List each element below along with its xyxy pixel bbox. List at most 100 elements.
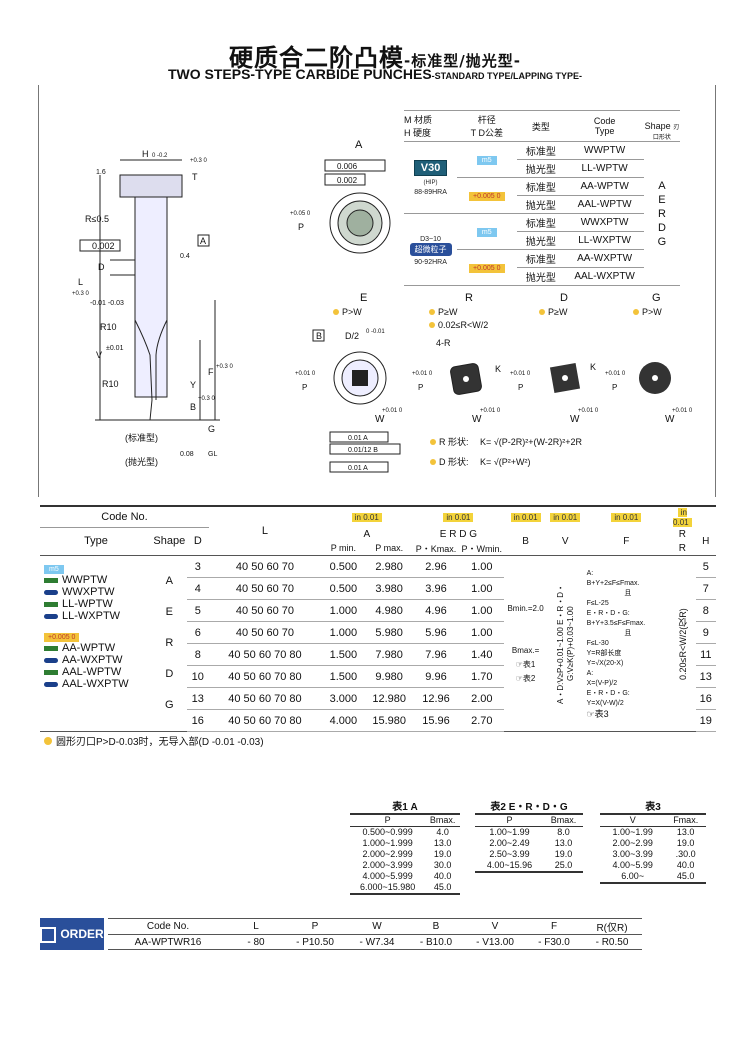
- grade2-hra: 90-92HRA: [414, 259, 447, 266]
- row-d: 6: [186, 621, 209, 644]
- pos-tol-1: 0.01 A: [348, 435, 368, 442]
- r-dim-w: W: [472, 414, 482, 425]
- r-shape-label: R 形状:: [439, 436, 469, 447]
- label-gl: GL: [208, 451, 217, 458]
- dim-r10a: R10: [100, 322, 117, 332]
- row-pmin: 1.500: [320, 643, 366, 666]
- dim-f-tol: +0.3 0: [216, 364, 234, 370]
- row-pk: 9.96: [412, 665, 460, 688]
- dim-h: H: [142, 149, 149, 159]
- t3-h-f: Fmax.: [665, 813, 706, 827]
- order-h-b: B: [432, 921, 440, 932]
- main-shape-r: R: [165, 637, 174, 649]
- g-dim-p-tol: +0.01 0: [605, 371, 626, 377]
- row-pk: 2.96: [412, 555, 460, 578]
- main-h-b: B: [504, 527, 547, 556]
- shape-r-label: R: [465, 292, 473, 304]
- row-h: 19: [695, 709, 716, 732]
- tol-a: in 0.01: [351, 513, 382, 522]
- view-a-label: A: [355, 139, 363, 151]
- spec-col-shape: Shape: [644, 121, 671, 131]
- main-h-a: A: [363, 528, 371, 540]
- spec-row-code: WWXPTW: [565, 213, 644, 232]
- row-pk: 4.96: [412, 599, 460, 622]
- main-type-aalwxptw: AAL-WXPTW: [62, 678, 129, 690]
- row-pk: 12.96: [412, 687, 460, 710]
- drawing-frame: [38, 85, 716, 497]
- r-dim-p: P: [418, 383, 423, 392]
- row-pk: 15.96: [412, 709, 460, 732]
- row-pmax: 12.980: [365, 687, 413, 710]
- phone-icon: [40, 926, 57, 943]
- shape-r: R: [657, 207, 666, 220]
- dim-f: F: [208, 367, 214, 377]
- b-ref-1: 表1: [522, 659, 536, 669]
- t1-cell: 19.0: [433, 849, 452, 859]
- main-h-type: Type: [40, 527, 152, 556]
- m5-badge-1: m5: [476, 156, 497, 165]
- ra-16: 1.6: [96, 169, 106, 176]
- cond-d: P≥W: [548, 307, 568, 317]
- row-l: 40 50 60 70 80: [208, 709, 321, 732]
- order-h-code: Code No.: [146, 921, 190, 932]
- tol-0002: 0.002: [337, 176, 358, 185]
- f-line: Y=√X(20-X): [586, 659, 624, 667]
- main-type-llwxptw: LL-WXPTW: [62, 610, 121, 622]
- tol-badge-1: +0.005 0: [469, 192, 505, 201]
- row-h: 8: [695, 599, 716, 622]
- r-shape-formula: K= √(P-2R)²+(W-2R)²+2R: [480, 437, 583, 447]
- f-line: A:: [586, 669, 594, 677]
- ref-table-3-title: 表3: [645, 802, 661, 813]
- main-h-pmin: P min.: [330, 543, 357, 553]
- main-type-aawptw: AA-WPTW: [62, 642, 116, 654]
- main-h-l: L: [208, 506, 321, 556]
- row-pk: 7.96: [412, 643, 460, 666]
- spec-hdr-mat: M 材质: [404, 115, 432, 125]
- t2-cell: 13.0: [554, 838, 573, 848]
- row-l: 40 50 60 70: [208, 577, 321, 600]
- dim-y: Y: [190, 380, 196, 390]
- b-min-text: Bmin.=2.0: [507, 603, 544, 613]
- dim-v-tol: ±0.01: [106, 345, 124, 352]
- f-ref-3: 表3: [594, 708, 609, 719]
- main-h-pk: P・Kmax.: [415, 543, 457, 554]
- t2-cell: 19.0: [554, 849, 573, 859]
- f-line: Y=R部长度: [586, 649, 622, 657]
- f-line: 且: [624, 629, 632, 637]
- order-v-w: - W7.34: [359, 936, 395, 948]
- main-type-wwptw: WWPTW: [62, 574, 108, 586]
- row-h: 11: [695, 643, 716, 666]
- row-h: 16: [695, 687, 716, 710]
- row-d: 8: [186, 643, 209, 666]
- order-h-w: W: [372, 921, 382, 932]
- row-pw: 1.00: [459, 555, 505, 578]
- cond-r1: P≥W: [438, 307, 458, 317]
- page-title-en: TWO STEPS-TYPE CARBIDE PUNCHES-STANDARD …: [0, 66, 750, 82]
- g-dim-p: P: [612, 383, 617, 392]
- main-h-pw: P・Wmin.: [461, 543, 503, 554]
- note-bulb-icon: [44, 737, 52, 745]
- spec-row-code: AA-WPTW: [565, 177, 644, 196]
- shape-e-label: E: [360, 292, 367, 304]
- dim-d: D: [98, 262, 105, 272]
- row-pmin: 1.000: [320, 621, 366, 644]
- row-h: 13: [695, 665, 716, 688]
- order-label-text: ORDER: [60, 927, 104, 941]
- t3-cell: .30.0: [675, 849, 696, 859]
- row-pw: 1.40: [459, 643, 505, 666]
- main-m5-badge: m5: [44, 565, 64, 574]
- e-shape-tip: [352, 370, 368, 386]
- e-dim-p-tol: +0.01 0: [295, 371, 316, 377]
- row-l: 40 50 60 70: [208, 621, 321, 644]
- spec-hdr-tol: T D公差: [470, 128, 503, 138]
- dim-b-tol: +0.3 0: [198, 396, 216, 402]
- t3-h-v: V: [600, 813, 666, 827]
- title-en-main: TWO STEPS-TYPE CARBIDE PUNCHES: [167, 66, 432, 82]
- t3-cell: 4.00~5.99: [612, 860, 653, 870]
- dim-d-tol: -0.01 -0.03: [90, 300, 124, 307]
- main-h-erdg: E R D G: [439, 528, 477, 540]
- shape-d: D: [657, 221, 666, 234]
- main-h-v: V: [546, 527, 584, 556]
- spec-row-type: 标准型: [516, 213, 566, 232]
- cond-g: P>W: [642, 307, 662, 317]
